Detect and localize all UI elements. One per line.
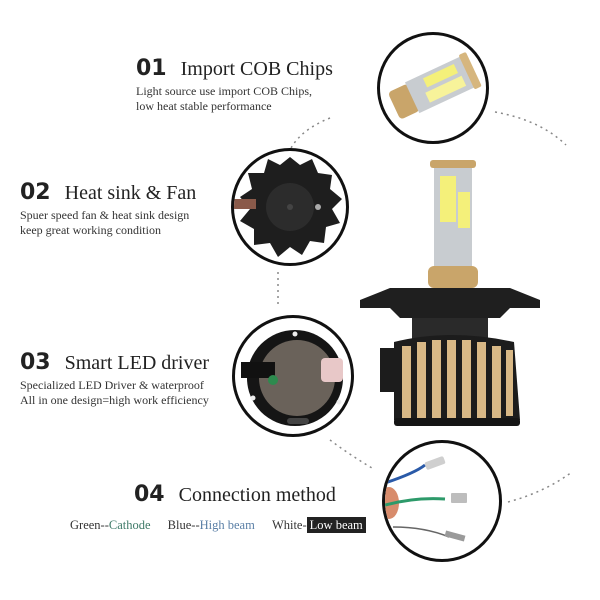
wire-blue: Blue--High beam xyxy=(168,518,258,532)
feature-description: Spuer speed fan & heat sink design keep … xyxy=(20,208,196,238)
wire-value: High beam xyxy=(199,518,255,532)
wire-label: Green-- xyxy=(70,518,109,532)
feature-description: Light source use import COB Chips, low h… xyxy=(136,84,333,114)
feature-description: Specialized LED Driver & waterproof All … xyxy=(20,378,209,408)
feature-smart-led-driver: 03 Smart LED driver Specialized LED Driv… xyxy=(20,350,209,408)
wire-value: Cathode xyxy=(108,518,151,532)
feature-title: Smart LED driver xyxy=(64,352,210,374)
feature-number: 03 xyxy=(20,350,51,375)
fan-heatsink-closeup-image xyxy=(231,148,349,266)
wire-green: Green--Cathode xyxy=(70,518,154,532)
wire-white: White-Low beam xyxy=(271,517,366,533)
feature-number: 04 xyxy=(134,482,165,507)
desc-line: Light source use import COB Chips, xyxy=(136,84,312,98)
desc-line: keep great working condition xyxy=(20,223,161,237)
feature-cob-chips: 01 Import COB Chips Light source use imp… xyxy=(136,56,333,114)
desc-line: Spuer speed fan & heat sink design xyxy=(20,208,190,222)
desc-line: All in one design=high work efficiency xyxy=(20,393,209,407)
feature-title: Import COB Chips xyxy=(180,58,333,80)
feature-connection-method: 04 Connection method xyxy=(134,482,336,507)
feature-number: 01 xyxy=(136,56,167,81)
headlight-bulb-product-image xyxy=(350,150,550,440)
wire-value: Low beam xyxy=(306,517,366,533)
wire-connectors-closeup-image xyxy=(382,440,502,562)
cob-chip-closeup-image xyxy=(377,32,489,144)
wire-label: Blue-- xyxy=(167,518,200,532)
led-driver-closeup-image xyxy=(232,315,354,437)
wire-label: White- xyxy=(271,518,307,532)
feature-heat-sink-fan: 02 Heat sink & Fan Spuer speed fan & hea… xyxy=(20,180,196,238)
wiring-legend: Green--Cathode Blue--High beam White-Low… xyxy=(70,517,380,533)
desc-line: low heat stable performance xyxy=(136,99,272,113)
feature-title: Connection method xyxy=(178,484,336,506)
feature-title: Heat sink & Fan xyxy=(64,182,197,204)
desc-line: Specialized LED Driver & waterproof xyxy=(20,378,204,392)
feature-number: 02 xyxy=(20,180,51,205)
